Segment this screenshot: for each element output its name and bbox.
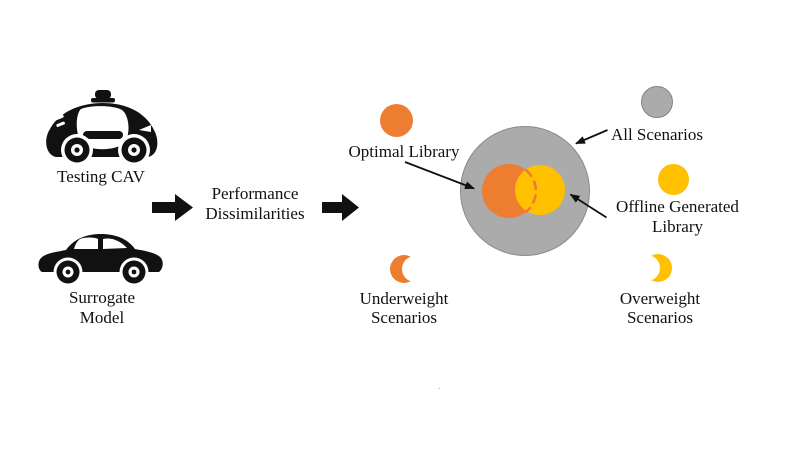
underweight-crescent-icon xyxy=(390,255,416,283)
optimal-library-label: Optimal Library xyxy=(348,142,460,161)
offline-generated-library-label: Offline Generated Library xyxy=(616,197,739,236)
flow-arrow-left xyxy=(152,194,193,221)
autonomous-pod-car-icon xyxy=(46,90,158,166)
surrogate-model-label: Surrogate Model xyxy=(68,288,136,327)
performance-dissimilarities-label: Performance Dissimilarities xyxy=(205,184,305,223)
overweight-scenarios-label: Overweight Scenarios xyxy=(619,289,701,327)
offline-library-circle xyxy=(515,165,565,215)
underweight-scenarios-label: Underweight Scenarios xyxy=(359,289,449,327)
sedan-car-icon xyxy=(38,234,163,287)
optimal-library-key-circle xyxy=(380,104,413,137)
all-scenarios-label: All Scenarios xyxy=(610,125,704,144)
flow-arrow-right xyxy=(322,194,359,221)
all-scenarios-key-circle xyxy=(641,86,673,118)
overweight-crescent-icon xyxy=(644,254,672,282)
lidar-sensor-icon xyxy=(95,90,111,99)
headlight xyxy=(139,125,151,132)
front-window xyxy=(103,238,127,249)
rear-window xyxy=(74,237,98,249)
testing-cav-label: Testing CAV xyxy=(57,167,145,186)
offline-library-key-circle xyxy=(658,164,689,195)
stray-mark: . xyxy=(438,382,441,392)
